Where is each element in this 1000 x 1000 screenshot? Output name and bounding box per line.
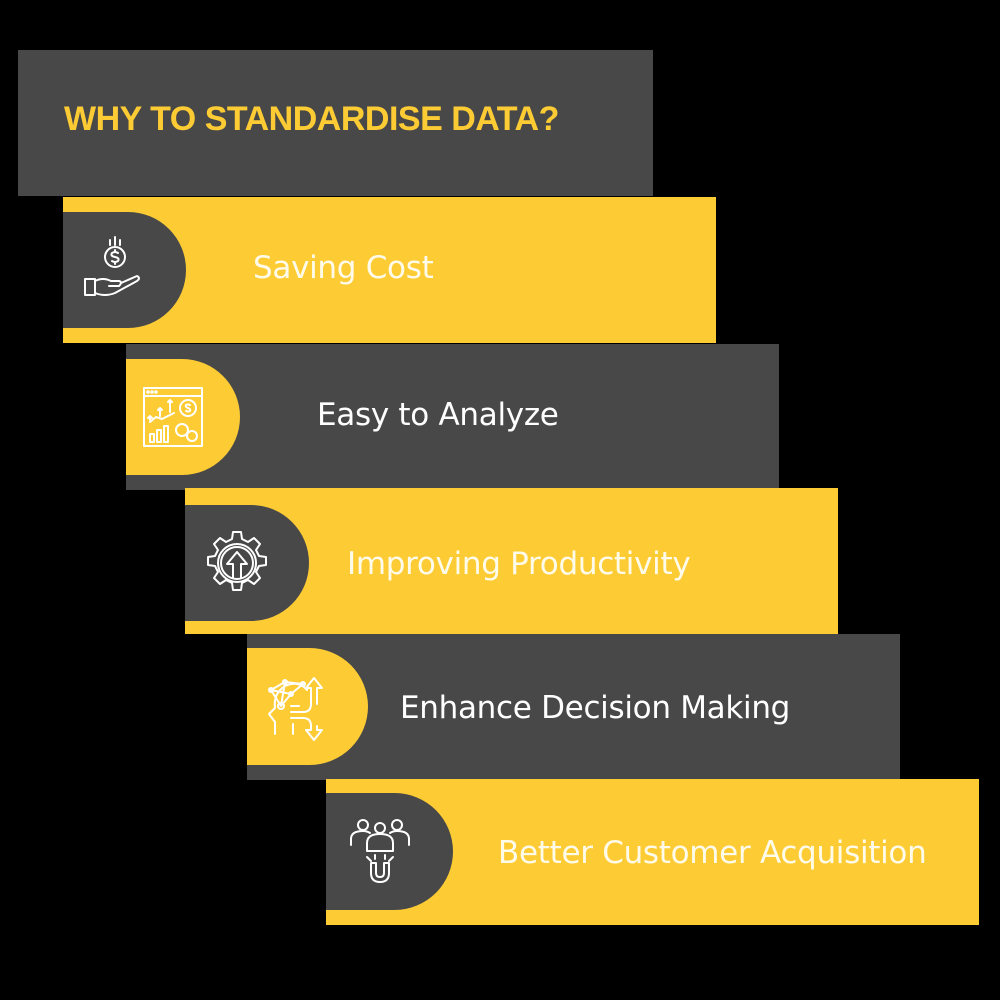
step-enhance-decision-making: Enhance Decision Making: [247, 634, 900, 780]
step-label: Easy to Analyze: [317, 397, 559, 433]
step-label: Enhance Decision Making: [400, 690, 791, 726]
step-label: Improving Productivity: [347, 546, 691, 582]
page-title: WHY TO STANDARDISE DATA?: [64, 100, 559, 138]
icon-badge: [63, 212, 186, 328]
icon-badge: [247, 648, 368, 765]
step-better-customer-acquisition: Better Customer Acquisition: [326, 779, 979, 925]
step-label: Better Customer Acquisition: [498, 835, 927, 871]
people-magnet-icon: [349, 818, 410, 883]
step-label: Saving Cost: [253, 250, 434, 286]
icon-badge: [185, 505, 309, 621]
analytics-dashboard-icon: [143, 387, 203, 447]
step-saving-cost: Saving Cost: [63, 197, 716, 343]
icon-badge: [326, 793, 453, 910]
step-improving-productivity: Improving Productivity: [185, 488, 838, 634]
title-banner: WHY TO STANDARDISE DATA?: [18, 50, 653, 196]
head-network-arrows-icon: [267, 676, 323, 741]
money-hand-icon: [83, 236, 140, 296]
gear-arrow-up-icon: [207, 531, 267, 591]
step-easy-to-analyze: Easy to Analyze: [126, 344, 779, 490]
icon-badge: [126, 359, 240, 475]
